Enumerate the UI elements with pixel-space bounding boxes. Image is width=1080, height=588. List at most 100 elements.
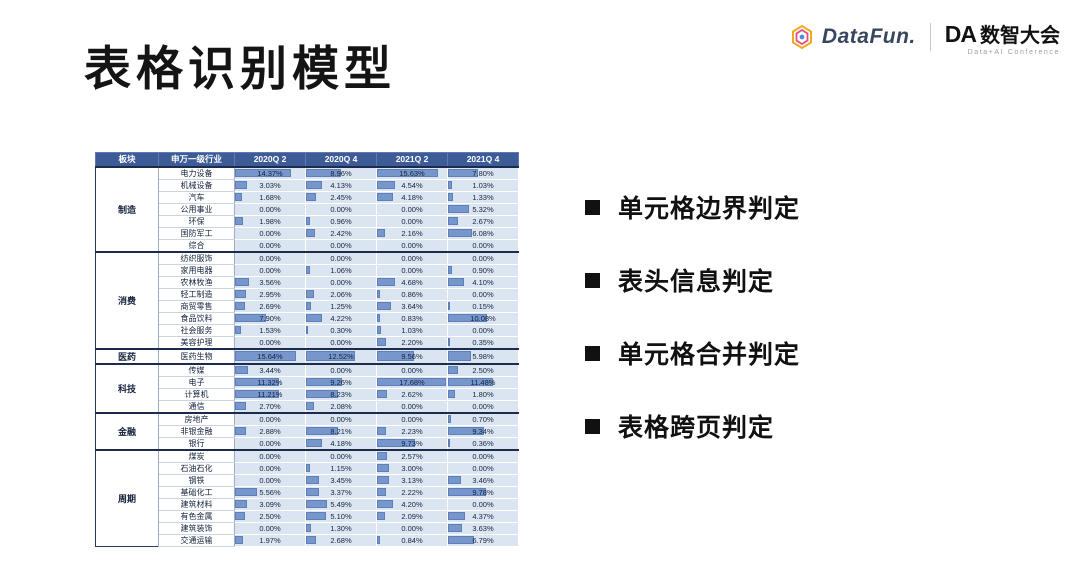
data-bar xyxy=(306,524,312,532)
value-label: 1.06% xyxy=(330,265,352,275)
value-cell: 9.26% xyxy=(305,375,377,389)
data-bar xyxy=(306,536,317,544)
value-cell: 3.13% xyxy=(376,473,448,487)
value-cell: 9.34% xyxy=(447,424,519,438)
industry-cell: 传媒 xyxy=(158,362,235,377)
value-label: 3.63% xyxy=(472,523,494,533)
value-label: 0.30% xyxy=(330,325,352,335)
header-logos: DataFun. DA 数智大会 Data+AI Conference xyxy=(789,16,1060,58)
value-label: 4.22% xyxy=(330,313,352,323)
value-label: 0.00% xyxy=(472,253,494,263)
value-cell: 4.10% xyxy=(447,275,519,289)
data-bar xyxy=(377,464,389,472)
column-header: 2020Q 2 xyxy=(234,152,306,167)
value-cell: 2.09% xyxy=(376,509,448,523)
industry-cell: 建筑材料 xyxy=(158,498,235,511)
value-cell: 0.90% xyxy=(447,263,519,277)
data-bar xyxy=(306,314,323,322)
value-label: 4.18% xyxy=(401,192,423,202)
value-cell: 1.03% xyxy=(447,178,519,192)
value-label: 3.00% xyxy=(401,463,423,473)
data-bar xyxy=(377,427,386,435)
value-cell: 0.00% xyxy=(376,214,448,228)
value-label: 0.00% xyxy=(401,204,423,214)
value-cell: 0.00% xyxy=(447,448,519,463)
value-label: 0.00% xyxy=(259,451,281,461)
value-cell: 1.68% xyxy=(234,190,306,204)
industry-cell: 农林牧渔 xyxy=(158,276,235,289)
value-cell: 0.00% xyxy=(234,411,306,426)
value-cell: 0.00% xyxy=(234,335,306,349)
da-logo-subtitle: Data+AI Conference xyxy=(967,48,1060,56)
value-cell: 2.62% xyxy=(376,387,448,401)
column-header: 2021Q 2 xyxy=(376,152,448,167)
value-cell: 5.10% xyxy=(305,509,377,523)
value-label: 0.00% xyxy=(259,337,281,347)
value-label: 3.09% xyxy=(259,499,281,509)
data-bar xyxy=(235,500,248,508)
value-label: 1.03% xyxy=(472,180,494,190)
value-cell: 2.42% xyxy=(305,226,377,240)
value-cell: 14.37% xyxy=(234,165,306,180)
value-cell: 8.21% xyxy=(305,424,377,438)
data-bar xyxy=(235,512,245,520)
value-cell: 4.20% xyxy=(376,497,448,511)
value-cell: 4.13% xyxy=(305,178,377,192)
value-cell: 1.15% xyxy=(305,461,377,475)
data-bar xyxy=(235,326,241,334)
value-label: 1.97% xyxy=(259,535,281,545)
value-cell: 4.18% xyxy=(305,436,377,450)
data-bar xyxy=(306,500,328,508)
value-label: 0.00% xyxy=(259,475,281,485)
value-label: 2.95% xyxy=(259,289,281,299)
data-bar xyxy=(377,536,381,544)
industry-cell: 计算机 xyxy=(158,388,235,401)
value-label: 2.69% xyxy=(259,301,281,311)
value-label: 0.00% xyxy=(472,499,494,509)
value-label: 11.21% xyxy=(257,389,283,399)
value-cell: 3.00% xyxy=(376,461,448,475)
value-cell: 5.32% xyxy=(447,202,519,216)
value-label: 0.35% xyxy=(472,337,494,347)
value-label: 3.56% xyxy=(259,277,281,287)
value-label: 0.00% xyxy=(401,216,423,226)
industry-cell: 基础化工 xyxy=(158,486,235,499)
value-label: 1.80% xyxy=(472,389,494,399)
table-row: 建筑材料 3.09% 5.49% 4.20% 0.00% xyxy=(96,497,519,511)
value-cell: 0.30% xyxy=(305,323,377,337)
value-cell: 2.70% xyxy=(234,399,306,413)
bullet-item: 表头信息判定 xyxy=(585,265,800,296)
value-cell: 0.00% xyxy=(376,521,448,535)
value-cell: 3.56% xyxy=(234,275,306,289)
datafun-logo-text: DataFun. xyxy=(821,25,916,48)
value-label: 2.50% xyxy=(472,365,494,375)
value-cell: 2.68% xyxy=(305,533,377,547)
value-cell: 0.00% xyxy=(234,238,306,252)
value-label: 2.22% xyxy=(401,487,423,497)
value-label: 3.45% xyxy=(330,475,352,485)
sector-group-cell: 消费 xyxy=(95,250,159,349)
value-cell: 0.00% xyxy=(305,275,377,289)
sector-group-cell: 科技 xyxy=(95,362,159,413)
value-cell: 0.00% xyxy=(376,362,448,377)
value-label: 8.23% xyxy=(330,389,352,399)
data-bar xyxy=(377,314,381,322)
value-cell: 8.23% xyxy=(305,387,377,401)
value-cell: 0.00% xyxy=(447,323,519,337)
data-bar xyxy=(448,169,479,177)
value-label: 0.00% xyxy=(259,523,281,533)
bullet-square-icon xyxy=(585,345,600,361)
value-cell: 5.56% xyxy=(234,485,306,499)
value-cell: 15.63% xyxy=(376,165,448,180)
value-label: 4.10% xyxy=(472,277,494,287)
industry-cell: 非银金融 xyxy=(158,425,235,438)
value-label: 5.49% xyxy=(330,499,352,509)
value-cell: 11.21% xyxy=(234,387,306,401)
